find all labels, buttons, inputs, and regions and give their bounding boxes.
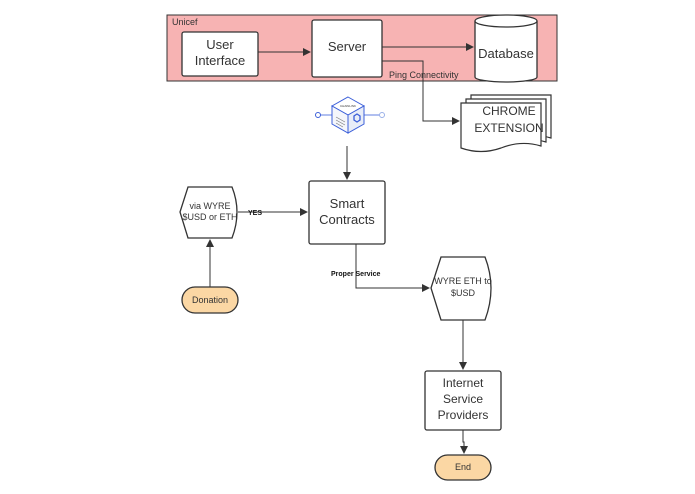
- database-label: Database: [478, 46, 534, 61]
- via-wyre-node[interactable]: via WYRE $USD or ETH: [179, 186, 238, 239]
- connectors: [206, 43, 474, 454]
- proper-service-label: Proper Service: [331, 271, 381, 278]
- via-wyre-label-line2: $USD or ETH: [182, 212, 237, 222]
- chrome-extension-node[interactable]: CHROME EXTENSION: [460, 94, 552, 153]
- isp-node[interactable]: Internet Service Providers: [424, 370, 502, 431]
- via-wyre-label-line1: via WYRE: [189, 201, 230, 211]
- edge-isp-to-end[interactable]: [460, 430, 468, 454]
- yes-label: YES: [248, 210, 262, 217]
- smart-contracts-box: [308, 180, 386, 245]
- chainlink-hexagon-icon: [353, 113, 361, 123]
- chainlink-icon-line-2: [335, 119, 346, 126]
- via-wyre-shape: [179, 186, 238, 239]
- chainlink-icon-label: CHAINLINK: [340, 104, 356, 108]
- wyre-eth-usd-label-line2: $USD: [451, 288, 476, 298]
- chainlink-handle-left[interactable]: [315, 112, 321, 118]
- donation-node[interactable]: Donation: [181, 286, 239, 314]
- chainlink-cube-right: [347, 105, 365, 134]
- chrome-extension-label-line1: CHROME: [482, 104, 535, 118]
- smart-contracts-node[interactable]: Smart Contracts: [308, 180, 386, 245]
- user-interface-box: [181, 31, 259, 77]
- database-cylinder: [474, 21, 538, 83]
- wyre-eth-usd-label-line1: WYRE ETH to: [434, 276, 492, 286]
- isp-label-line3: Providers: [438, 408, 489, 422]
- database-node[interactable]: Database: [474, 14, 538, 83]
- isp-label-line2: Service: [443, 392, 483, 406]
- chrome-extension-doc-front: [460, 102, 542, 153]
- unicef-group-label: Unicef: [172, 17, 198, 27]
- server-box: [311, 19, 383, 78]
- user-interface-node[interactable]: User Interface: [181, 31, 259, 77]
- database-cylinder-top: [474, 14, 538, 28]
- chainlink-handle-right[interactable]: [379, 112, 385, 118]
- smart-contracts-label-line1: Smart: [330, 196, 365, 211]
- end-node[interactable]: End: [434, 454, 492, 481]
- edge-smart-contracts-to-wyre-eth-usd[interactable]: [355, 244, 430, 292]
- user-interface-label-line1: User: [206, 37, 234, 52]
- isp-label-line1: Internet: [443, 376, 484, 390]
- server-label: Server: [328, 39, 367, 54]
- chainlink-icon-line-3: [335, 122, 344, 128]
- ping-connectivity-label: Ping Connectivity: [389, 70, 459, 80]
- donation-label: Donation: [192, 295, 228, 305]
- wyre-eth-usd-node[interactable]: WYRE ETH to $USD: [430, 256, 492, 321]
- end-label: End: [455, 462, 471, 472]
- user-interface-label-line2: Interface: [195, 53, 246, 68]
- chrome-extension-label-line2: EXTENSION: [474, 121, 543, 135]
- edge-server-to-chrome-extension[interactable]: [382, 60, 460, 125]
- end-terminal: [434, 454, 492, 481]
- server-node[interactable]: Server: [311, 19, 383, 78]
- chainlink-cube-icon[interactable]: CHAINLINK: [315, 96, 385, 134]
- chainlink-icon-line-1: [335, 116, 346, 123]
- smart-contracts-label-line2: Contracts: [319, 212, 375, 227]
